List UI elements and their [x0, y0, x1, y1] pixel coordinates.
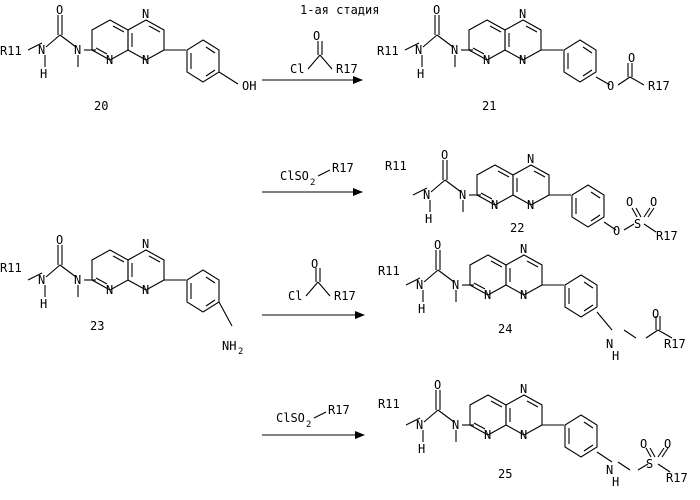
svg-text:2: 2: [310, 178, 315, 188]
svg-text:H: H: [418, 442, 425, 456]
svg-text:N: N: [527, 152, 534, 166]
svg-text:O: O: [311, 257, 318, 271]
compound-21: R11 N H O N N N N O O R17 21: [377, 3, 670, 113]
svg-text:O: O: [434, 378, 441, 392]
svg-text:N: N: [491, 198, 498, 212]
svg-text:O: O: [434, 238, 441, 252]
svg-text:N: N: [416, 418, 423, 432]
svg-text:R11: R11: [378, 264, 400, 278]
stage-label: 1-ая стадия: [300, 3, 379, 17]
compound-number-25: 25: [498, 467, 512, 481]
svg-text:N: N: [452, 418, 459, 432]
compound-number-22: 22: [510, 221, 524, 235]
svg-text:O: O: [433, 3, 440, 17]
reaction-arrow-2: ClSO 2 R17: [262, 161, 363, 196]
svg-text:Cl: Cl: [290, 62, 304, 76]
svg-text:N: N: [142, 237, 149, 251]
svg-text:N: N: [142, 7, 149, 21]
compound-number-24: 24: [498, 322, 512, 336]
svg-text:N: N: [520, 428, 527, 442]
svg-text:H: H: [40, 297, 47, 311]
svg-text:R11: R11: [0, 44, 22, 58]
svg-text:ClSO: ClSO: [280, 169, 309, 183]
svg-text:N: N: [519, 7, 526, 21]
svg-text:S: S: [646, 457, 653, 471]
svg-text:N: N: [38, 43, 45, 57]
svg-text:R11: R11: [385, 159, 407, 173]
svg-text:H: H: [425, 212, 432, 226]
svg-text:N: N: [451, 43, 458, 57]
svg-text:Cl: Cl: [288, 289, 302, 303]
svg-text:N: N: [483, 53, 490, 67]
svg-text:N: N: [74, 273, 81, 287]
compound-25: R11 N H O N N N N N H S O O R17 25: [378, 378, 688, 489]
svg-text:NH: NH: [222, 339, 236, 353]
svg-text:R17: R17: [666, 471, 688, 485]
compound-number-20: 20: [94, 99, 108, 113]
svg-text:H: H: [417, 67, 424, 81]
svg-text:N: N: [520, 382, 527, 396]
svg-text:N: N: [142, 53, 149, 67]
svg-text:O: O: [56, 233, 63, 247]
svg-text:R17: R17: [328, 403, 350, 417]
compound-number-23: 23: [90, 319, 104, 333]
svg-text:R17: R17: [648, 79, 670, 93]
svg-text:O: O: [613, 224, 620, 238]
reaction-arrow-1: Cl R17 O: [262, 29, 363, 84]
svg-text:N: N: [423, 188, 430, 202]
svg-text:N: N: [416, 278, 423, 292]
svg-text:N: N: [74, 43, 81, 57]
svg-text:N: N: [520, 288, 527, 302]
reaction-arrow-3: Cl R17 O: [262, 257, 365, 319]
compound-20: R11 N H O N N N N OH 20: [0, 3, 256, 113]
reaction-arrow-4: ClSO 2 R17: [262, 403, 365, 439]
compound-22: R11 N H O N N N N O S O O R17 22: [385, 148, 678, 243]
svg-text:O: O: [313, 29, 320, 43]
svg-text:O: O: [650, 195, 657, 209]
svg-text:H: H: [612, 349, 619, 363]
compound-number-21: 21: [482, 99, 496, 113]
svg-text:R17: R17: [656, 229, 678, 243]
svg-text:ClSO: ClSO: [276, 411, 305, 425]
svg-text:OH: OH: [242, 79, 256, 93]
svg-text:O: O: [626, 195, 633, 209]
svg-text:N: N: [106, 53, 113, 67]
svg-text:O: O: [56, 3, 63, 17]
svg-text:N: N: [519, 53, 526, 67]
svg-text:N: N: [520, 242, 527, 256]
svg-text:S: S: [634, 217, 641, 231]
svg-text:R11: R11: [0, 261, 22, 275]
svg-text:N: N: [452, 278, 459, 292]
compound-24: R11 N H O N N N N N H O R17 24: [378, 238, 686, 363]
svg-text:O: O: [640, 437, 647, 451]
svg-text:N: N: [459, 188, 466, 202]
svg-text:N: N: [38, 273, 45, 287]
svg-text:O: O: [664, 437, 671, 451]
svg-text:R11: R11: [378, 397, 400, 411]
svg-text:R17: R17: [334, 289, 356, 303]
compound-23: R11 N H O N N N N NH 2 23: [0, 233, 243, 357]
svg-text:N: N: [484, 428, 491, 442]
svg-text:O: O: [441, 148, 448, 162]
svg-text:R17: R17: [332, 161, 354, 175]
svg-text:R17: R17: [336, 62, 358, 76]
svg-text:O: O: [652, 307, 659, 321]
svg-text:R11: R11: [377, 44, 399, 58]
svg-text:N: N: [527, 198, 534, 212]
svg-text:N: N: [106, 283, 113, 297]
svg-text:O: O: [607, 79, 614, 93]
svg-text:H: H: [612, 475, 619, 489]
svg-text:H: H: [418, 302, 425, 316]
svg-text:N: N: [415, 43, 422, 57]
svg-text:2: 2: [238, 347, 243, 357]
svg-text:H: H: [40, 67, 47, 81]
svg-text:N: N: [142, 283, 149, 297]
svg-text:2: 2: [306, 420, 311, 430]
svg-text:R17: R17: [664, 337, 686, 351]
svg-text:O: O: [628, 51, 635, 65]
svg-text:N: N: [484, 288, 491, 302]
